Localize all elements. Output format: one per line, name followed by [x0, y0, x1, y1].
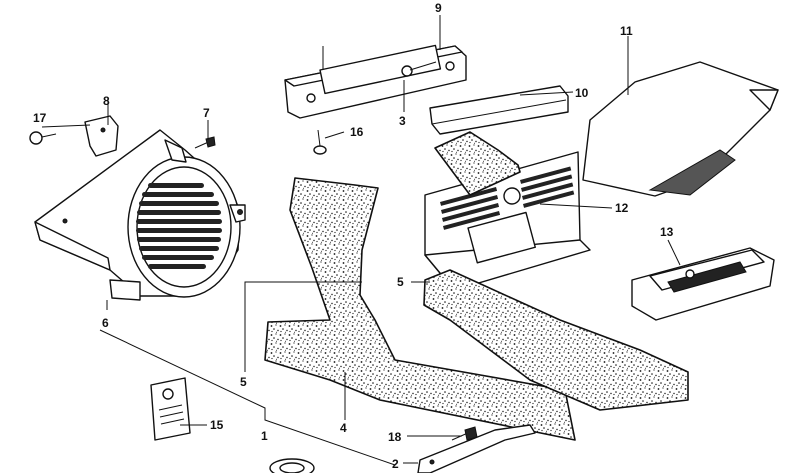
callout-17: 17: [33, 111, 47, 125]
callout-11: 11: [620, 24, 633, 38]
carpet-piece-4-part: [264, 177, 576, 441]
callout-2: 2: [392, 457, 399, 471]
callout-8: 8: [103, 94, 110, 108]
callout-12: 12: [615, 201, 629, 215]
callout-15: 15: [210, 418, 224, 432]
callout-5b: 5: [397, 275, 404, 289]
callout-10: 10: [575, 86, 589, 100]
callout-16: 16: [350, 125, 364, 139]
callout-4: 4: [340, 421, 347, 435]
callout-1: 1: [261, 429, 268, 443]
callout-7: 7: [203, 106, 210, 120]
screw-7-part: [194, 136, 216, 149]
callout-13: 13: [660, 225, 674, 239]
callout-labels: 1 2 3 4 5 5 6 7 8 9 10 11 12 13 15 16 17…: [33, 1, 674, 471]
tray-11-part: [582, 61, 779, 197]
trim-panel-9-part: [284, 28, 467, 119]
callout-18: 18: [388, 430, 402, 444]
ashtray-13-part: [631, 247, 775, 321]
cover-10-part: [429, 85, 569, 135]
label-15-part: [150, 377, 191, 441]
vent-slots: [440, 166, 575, 230]
callout-3: 3: [399, 114, 406, 128]
bracket-part: [84, 115, 119, 157]
speaker-grille-slots: [136, 183, 222, 269]
screw-16-part: [313, 129, 327, 155]
rail-part: [417, 424, 536, 473]
callout-9: 9: [435, 1, 442, 15]
carpet-piece-5-part: [423, 131, 689, 411]
speaker-cover-part: [34, 129, 246, 301]
callout-5a: 5: [240, 375, 247, 389]
leader-lines: [41, 15, 681, 466]
screw-17-part: [29, 131, 57, 145]
round-clip-part: [269, 458, 315, 473]
callout-6: 6: [102, 316, 109, 330]
